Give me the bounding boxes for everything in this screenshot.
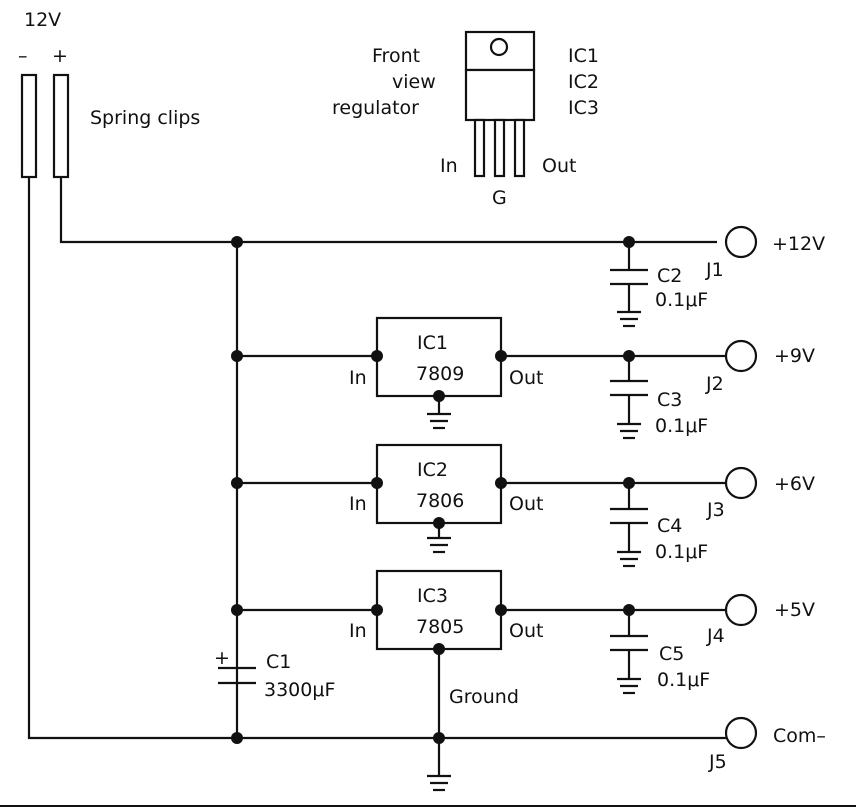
c1-value-label: 3300μF [264,679,335,701]
jack-j4-name: J4 [706,625,725,647]
regulator-tab [464,30,536,72]
ic-pin-dot [433,390,445,402]
ic-pin-dot [371,604,383,616]
jack-j3-name: J3 [706,499,725,521]
jack-j3-voltage: +6V [774,473,815,495]
ic-pin-dot [433,517,445,529]
positive-rail-wire [59,177,717,244]
pinout-view-label: view [392,71,436,93]
junction-dot [433,732,445,744]
regulator-pin-in [473,118,486,178]
c1-polarity-mark: + [214,647,230,669]
ic-pin-dot [495,350,507,362]
junction-dot [623,350,635,362]
ground-symbol-c3 [617,422,641,440]
ground-symbol-c2 [617,310,641,328]
ground-label: Ground [449,686,519,708]
c1-name-label: C1 [266,651,291,673]
c5-name-label: C5 [659,643,684,665]
c3-value-label: 0.1μF [655,415,708,437]
pinout-regulator-label: regulator [332,97,419,119]
ic2-box [375,443,503,525]
c4-capacitor [610,483,648,552]
junction-dot [623,477,635,489]
c4-value-label: 0.1μF [655,541,708,563]
jack-j2-name: J2 [705,373,724,395]
spring-clip-negative [20,73,38,179]
c2-capacitor [610,242,648,312]
pinout-g-label: G [492,187,507,209]
ground-symbol-c5 [617,677,641,695]
ground-symbol-c4 [617,550,641,568]
pinout-ic3-label: IC3 [568,97,599,119]
ic-pin-dot [371,350,383,362]
ic1-out-label: Out [509,367,543,389]
pinout-in-label: In [440,155,458,177]
ic1-box [375,316,503,398]
junction-dot [623,604,635,616]
c5-value-label: 0.1μF [657,669,710,691]
jack-j1 [724,225,758,259]
ground-symbol-ic1 [427,412,451,430]
regulator-body [464,68,536,122]
jack-j1-voltage: +12V [772,233,825,255]
ground-symbol-ic2 [427,536,451,554]
pinout-ic2-label: IC2 [568,71,599,93]
jack-j4 [724,593,758,627]
ic-pin-dot [495,604,507,616]
c3-capacitor [610,356,648,424]
c5-capacitor [610,610,648,679]
ic1-in-label: In [349,367,367,389]
ic3-in-label: In [349,620,367,642]
ic-pin-dot [433,643,445,655]
spring-clips-label: Spring clips [90,107,200,129]
ic-pin-dot [495,477,507,489]
ic2-part: 7806 [416,490,464,512]
ic1-part: 7809 [416,363,464,385]
c2-name-label: C2 [657,265,682,287]
c3-name-label: C3 [657,389,682,411]
ic3-part: 7805 [416,616,464,638]
ic2-in-label: In [349,493,367,515]
pinout-front-label: Front [372,45,420,67]
junction-dot [231,604,243,616]
common-rail-wire [27,177,727,740]
regulator-mounting-hole [489,37,509,57]
ic3-out-label: Out [509,620,543,642]
ic-pin-dot [371,477,383,489]
jack-j2-voltage: +9V [774,345,815,367]
ic2-out-label: Out [509,493,543,515]
supply-plus-sign: + [52,45,68,67]
ic2-name: IC2 [417,459,448,481]
jack-j3 [724,466,758,500]
jack-j5 [724,716,758,750]
jack-j4-voltage: +5V [774,599,815,621]
regulator-pin-ground [493,118,506,178]
junction-dot [231,732,243,744]
c4-name-label: C4 [657,515,682,537]
supply-minus-sign: – [18,45,28,67]
regulator-pin-out [513,118,526,178]
junction-dot [231,236,243,248]
ground-symbol-main [427,774,451,792]
jack-j2 [724,339,758,373]
junction-dot [231,477,243,489]
jack-j5-name: J5 [708,751,727,773]
spring-clip-positive [52,73,70,179]
junction-dot [623,236,635,248]
junction-dot [231,350,243,362]
ic1-name: IC1 [417,332,448,354]
ic3-name: IC3 [417,585,448,607]
jack-j5-voltage: Com– [773,725,826,747]
jack-j1-name: J1 [705,259,724,281]
pinout-ic1-label: IC1 [568,45,599,67]
c2-value-label: 0.1μF [655,289,708,311]
supply-voltage-label: 12V [24,9,61,31]
pinout-out-label: Out [542,155,576,177]
